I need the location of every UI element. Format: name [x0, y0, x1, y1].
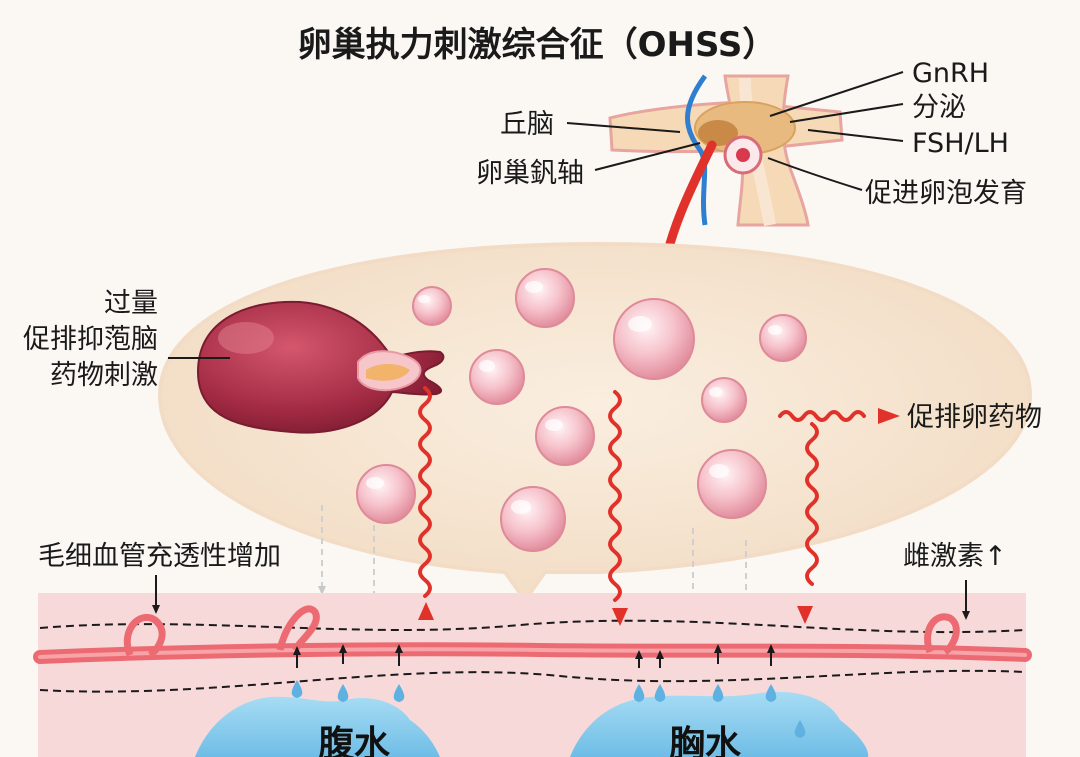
follicle [500, 486, 566, 552]
follicle [697, 449, 767, 519]
label-overdose-line3: 药物刺激 [50, 360, 158, 391]
follicle [515, 268, 575, 328]
fluid-droplets [291, 680, 806, 738]
label-estrogen-up: 雌激素↑ [903, 541, 1007, 572]
hypothalamus-pituitary-structure [608, 74, 844, 227]
follicle [759, 314, 807, 362]
signal-arrowheads [418, 408, 900, 626]
tissue-layer [38, 593, 1026, 757]
signal-waves [418, 386, 866, 602]
page-title: 卵巢执力刺激综合征（OHSS） [298, 25, 777, 65]
hypothalamus-nucleus [698, 120, 738, 146]
follicle [356, 464, 416, 524]
label-capillary-permeability: 毛细血管充透性增加 [38, 541, 281, 572]
vessel-boundaries [39, 619, 1026, 693]
capillary-loops [123, 605, 960, 658]
label-hypothalamus: 丘脑 [500, 109, 554, 140]
label-secretion: 分泌 [912, 92, 966, 123]
nerve-line [685, 74, 708, 226]
ovarian-cyst [196, 300, 445, 434]
pleural-pool [570, 691, 869, 757]
label-ovarian-axis: 卵巢釩轴 [476, 158, 584, 189]
hormone-leader-lines [566, 71, 904, 191]
label-gnrh: GnRH [912, 58, 989, 89]
follicle [412, 286, 452, 326]
label-ovulation-drug: 促排卵药物 [907, 402, 1042, 433]
vessel-label-arrows [152, 575, 970, 620]
label-promote-follicle: 促进卵泡发育 [865, 178, 1027, 209]
follicle [535, 406, 595, 466]
label-pleural-effusion: 胸水 [669, 724, 742, 757]
ascites-pool [195, 696, 440, 757]
follicle [469, 349, 525, 405]
follicle [701, 377, 747, 423]
label-fsh-lh: FSH/LH [912, 128, 1009, 159]
fluid-shift-arrows [293, 644, 775, 668]
follicle-large [613, 298, 695, 380]
label-overdose-line1: 过量 [104, 288, 158, 319]
leakage-arrows [318, 505, 750, 609]
label-ascites: 腹水 [318, 724, 391, 757]
follicles [356, 268, 807, 552]
label-overdose-line2: 促排抑萢脑 [23, 324, 158, 355]
